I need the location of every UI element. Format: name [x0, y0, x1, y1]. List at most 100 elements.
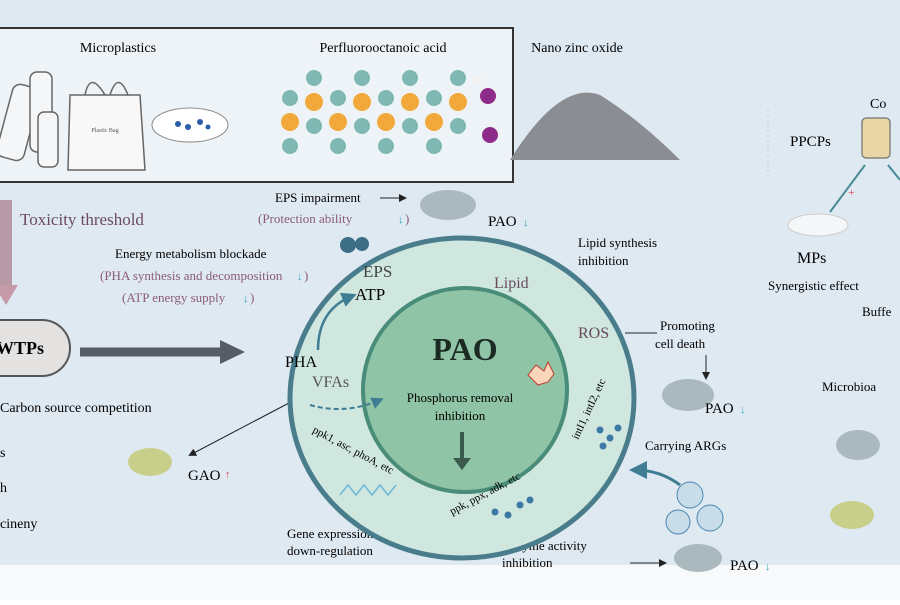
up-arrow-icon: ↑: [225, 469, 231, 481]
buffer-label: Buffe: [862, 304, 892, 319]
pao-mid-label: PAO: [705, 401, 734, 417]
protection-label: (Protection ability: [258, 211, 353, 226]
synergistic-effect-label: Synergistic effect: [768, 278, 859, 293]
carbon-competition-label: Carbon source competition: [0, 401, 152, 416]
carrying-args-label: Carrying ARGs: [645, 438, 726, 453]
cut-text-3: cineny: [0, 517, 37, 532]
atom: [330, 138, 346, 154]
down-arrow-icon: ↓: [243, 293, 249, 305]
atom: [378, 90, 394, 106]
atom: [306, 118, 322, 134]
atom: [305, 93, 323, 111]
ros-burst-icon: [527, 360, 555, 386]
lipid-label: Lipid: [494, 275, 529, 292]
atom: [401, 93, 419, 111]
pao-title: PAO: [432, 331, 497, 367]
atom: [402, 118, 418, 134]
atom: [425, 113, 443, 131]
atom: [480, 88, 496, 104]
pfoa-molecule-icon: [281, 70, 498, 154]
atp-label: ATP: [355, 285, 385, 304]
atom: [377, 113, 395, 131]
atom: [426, 138, 442, 154]
pha-close: ): [304, 268, 308, 283]
atom: [329, 113, 347, 131]
eps-label: EPS: [363, 262, 392, 281]
pao-bottom-label: PAO: [730, 558, 759, 574]
label-nano-zno-text: Nano zinc oxide: [531, 41, 623, 56]
down-arrow-icon: ↓: [523, 217, 529, 229]
atom: [330, 90, 346, 106]
pao-bacterium-icon: [662, 379, 714, 411]
lipid-inhibition-label: Lipid synthesis: [578, 235, 657, 250]
lipid-inhibition-label-2: inhibition: [578, 253, 629, 268]
wwtps-pill: [0, 319, 71, 377]
microplastic-particles-icon: [151, 107, 229, 143]
down-arrow-icon: ↓: [398, 214, 404, 226]
phosphorus-removal-label: Phosphorus removal: [407, 390, 514, 405]
pao-cell: EPS ATP Lipid PAO ROS PHA VFAs Phosphoru…: [285, 235, 637, 561]
right-panel: Co PPCPs + MPs Synergistic effect Buffe …: [767, 97, 900, 529]
plastic-bag-icon: Plastic Bag: [67, 81, 146, 171]
toxicity-threshold-label: Toxicity threshold: [20, 210, 144, 229]
atom: [450, 70, 466, 86]
pha-synthesis-label: (PHA synthesis and decomposition: [100, 268, 283, 283]
atp-supply-label: (ATP energy supply: [122, 290, 226, 305]
pha-label: PHA: [285, 354, 317, 371]
atom: [281, 113, 299, 131]
atp-close: ): [250, 290, 254, 305]
enzyme-activity-label-2: inhibition: [502, 555, 553, 570]
phosphorus-removal-label-2: inhibition: [435, 408, 486, 423]
pollutant-box: Microplastics Perfluorooctanoic acid Nan…: [0, 27, 680, 183]
atom: [402, 70, 418, 86]
pao-top-label: PAO: [488, 214, 517, 230]
atom: [473, 75, 483, 85]
enzyme-dots-icon: [491, 424, 622, 519]
atom: [306, 70, 322, 86]
gao-bacterium-icon: [128, 448, 172, 476]
atom: [354, 118, 370, 134]
co-label: Co: [870, 97, 886, 112]
arrow-right-icon: [220, 340, 245, 364]
promoting-cell-death-label: Promoting: [660, 318, 715, 333]
atom: [482, 127, 498, 143]
label-microplastics: Microplastics: [80, 41, 156, 56]
bottle-icon: [0, 71, 59, 168]
vfas-label: VFAs: [312, 374, 349, 391]
left-panel: Toxicity threshold WWTPs Carbon source c…: [0, 200, 245, 532]
bottom-margin: [0, 565, 900, 600]
dna-wave-icon: [339, 483, 397, 497]
args-vesicles-icon: [665, 481, 724, 535]
label-pfoa: Perfluorooctanoic acid: [319, 41, 446, 56]
atom: [426, 90, 442, 106]
pill-bottle-icon: [861, 117, 891, 159]
atom: [282, 138, 298, 154]
bag-label: Plastic Bag: [91, 128, 118, 134]
eps-impairment-label: EPS impairment: [275, 190, 361, 205]
annotations: EPS impairment (Protection ability ↓ ) P…: [100, 190, 771, 574]
bacterium-icon: [830, 501, 874, 529]
zinc-oxide-pile-icon: Nano zinc oxide: [510, 41, 680, 160]
cut-text-1: s: [0, 446, 5, 461]
atom: [449, 93, 467, 111]
energy-blockade-label: Energy metabolism blockade: [115, 246, 267, 261]
down-arrow-icon: [453, 458, 471, 470]
atom: [378, 138, 394, 154]
mps-label: MPs: [797, 250, 826, 267]
down-arrow-icon: ↓: [740, 404, 746, 416]
ros-label: ROS: [578, 325, 609, 342]
atom: [450, 118, 466, 134]
down-arrow-icon: ↓: [765, 561, 771, 573]
pao-bacterium-icon: [420, 190, 476, 220]
atom: [282, 90, 298, 106]
protection-close: ): [405, 211, 409, 226]
atom: [354, 70, 370, 86]
gene-expression-label: Gene expression: [287, 526, 374, 541]
wwtps-label: WWTPs: [0, 338, 44, 358]
down-arrow-icon: ↓: [297, 271, 303, 283]
ppcps-label: PPCPs: [790, 134, 831, 150]
bacterium-icon: [836, 430, 880, 460]
microbioa-label: Microbioa: [822, 379, 876, 394]
